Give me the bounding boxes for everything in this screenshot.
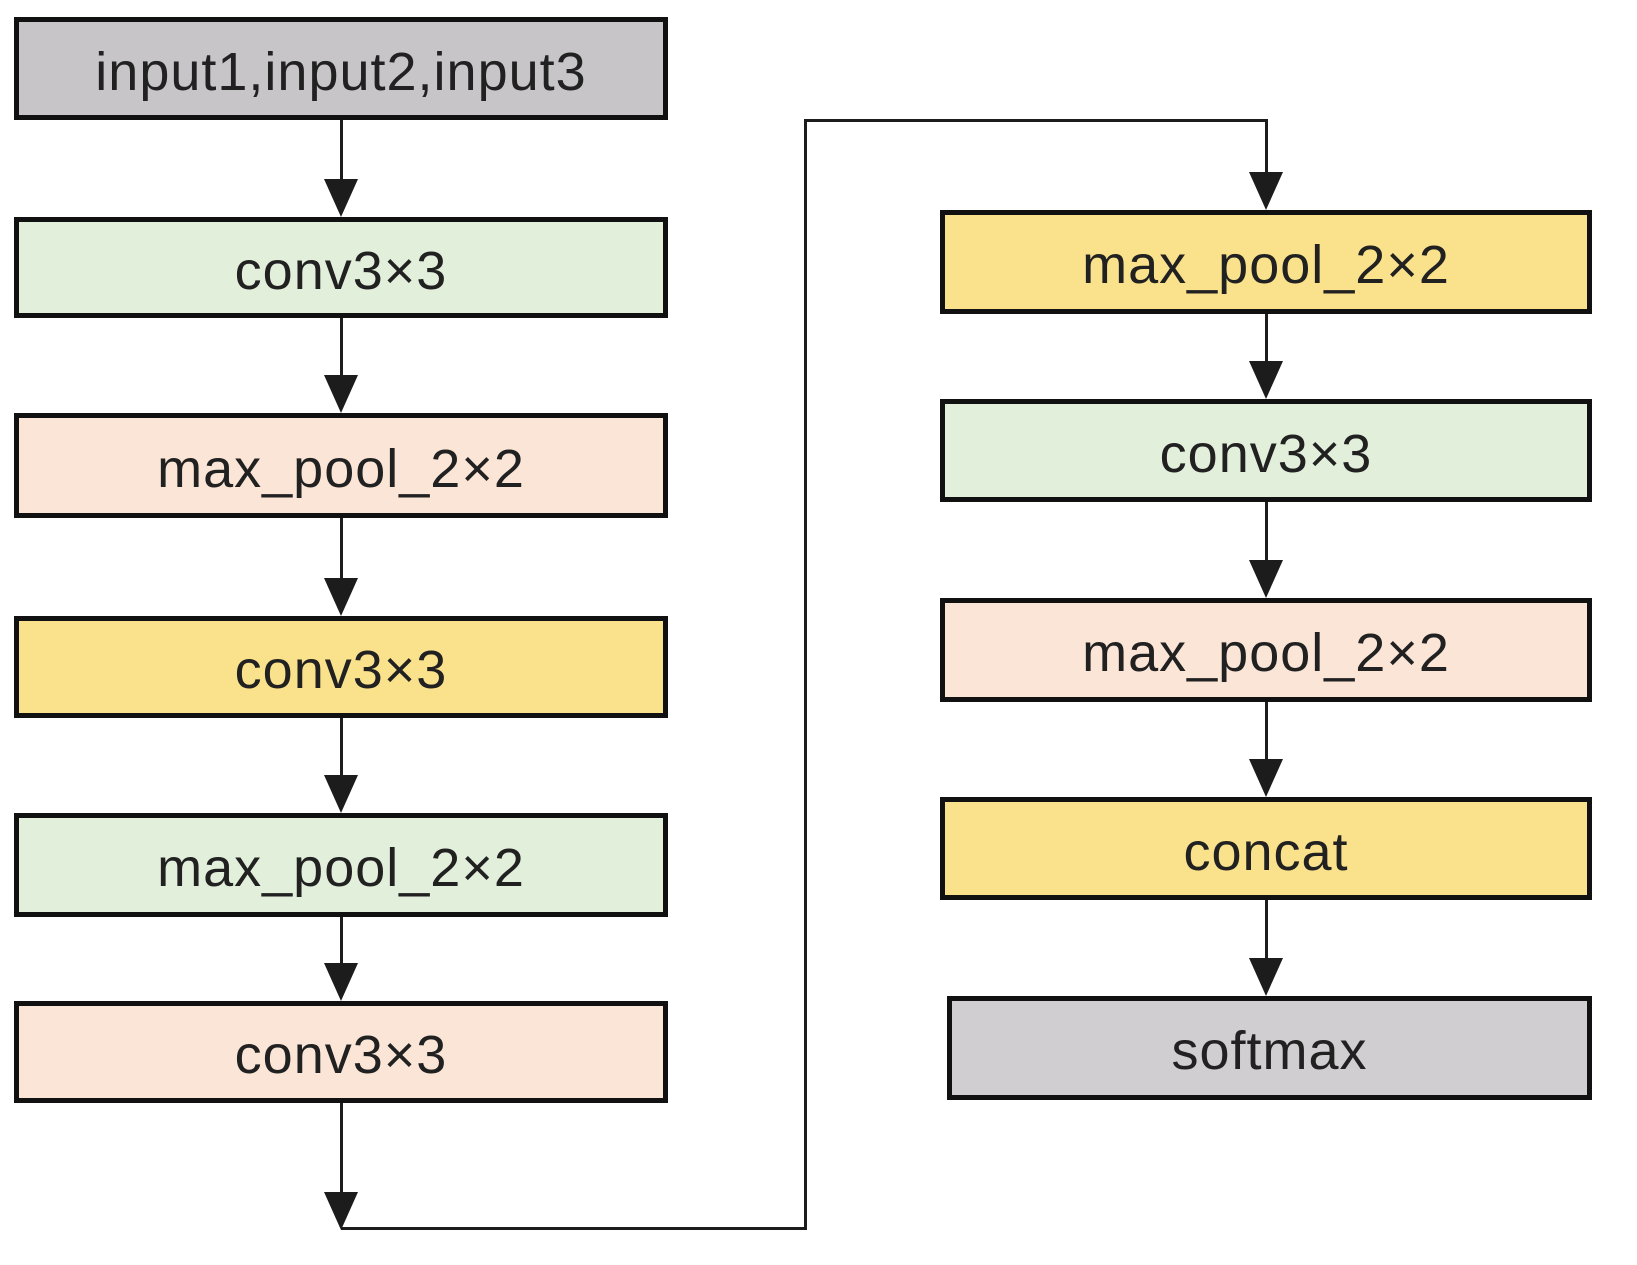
node-maxpool-3: max_pool_2×2 xyxy=(940,210,1592,314)
node-conv3x3-3: conv3×3 xyxy=(14,1001,668,1103)
connector-top-horizontal xyxy=(804,119,1268,122)
arrow-pool4-to-concat xyxy=(1249,702,1283,797)
arrow-conv2-to-pool2 xyxy=(324,718,358,813)
node-conv3x3-2: conv3×3 xyxy=(14,616,668,718)
arrow-input-to-conv1 xyxy=(324,120,358,217)
connector-vertical-riser xyxy=(804,119,807,1230)
arrow-pool1-to-conv2 xyxy=(324,518,358,616)
node-maxpool-1: max_pool_2×2 xyxy=(14,413,668,518)
arrow-concat-to-softmax xyxy=(1249,900,1283,996)
arrow-conv3-exit xyxy=(324,1103,358,1230)
node-conv3x3-1: conv3×3 xyxy=(14,217,668,318)
arrow-conv4-to-pool4 xyxy=(1249,502,1283,598)
node-conv3x3-4: conv3×3 xyxy=(940,399,1592,502)
node-maxpool-2: max_pool_2×2 xyxy=(14,813,668,917)
arrow-entry-to-pool3 xyxy=(1249,121,1283,210)
arrow-conv1-to-pool1 xyxy=(324,318,358,413)
node-softmax: softmax xyxy=(947,996,1592,1100)
arrow-pool3-to-conv4 xyxy=(1249,314,1283,399)
connector-bottom-horizontal xyxy=(341,1227,807,1230)
arrow-pool2-to-conv3 xyxy=(324,917,358,1001)
node-concat: concat xyxy=(940,797,1592,900)
node-maxpool-4: max_pool_2×2 xyxy=(940,598,1592,702)
node-input: input1,input2,input3 xyxy=(14,17,668,120)
